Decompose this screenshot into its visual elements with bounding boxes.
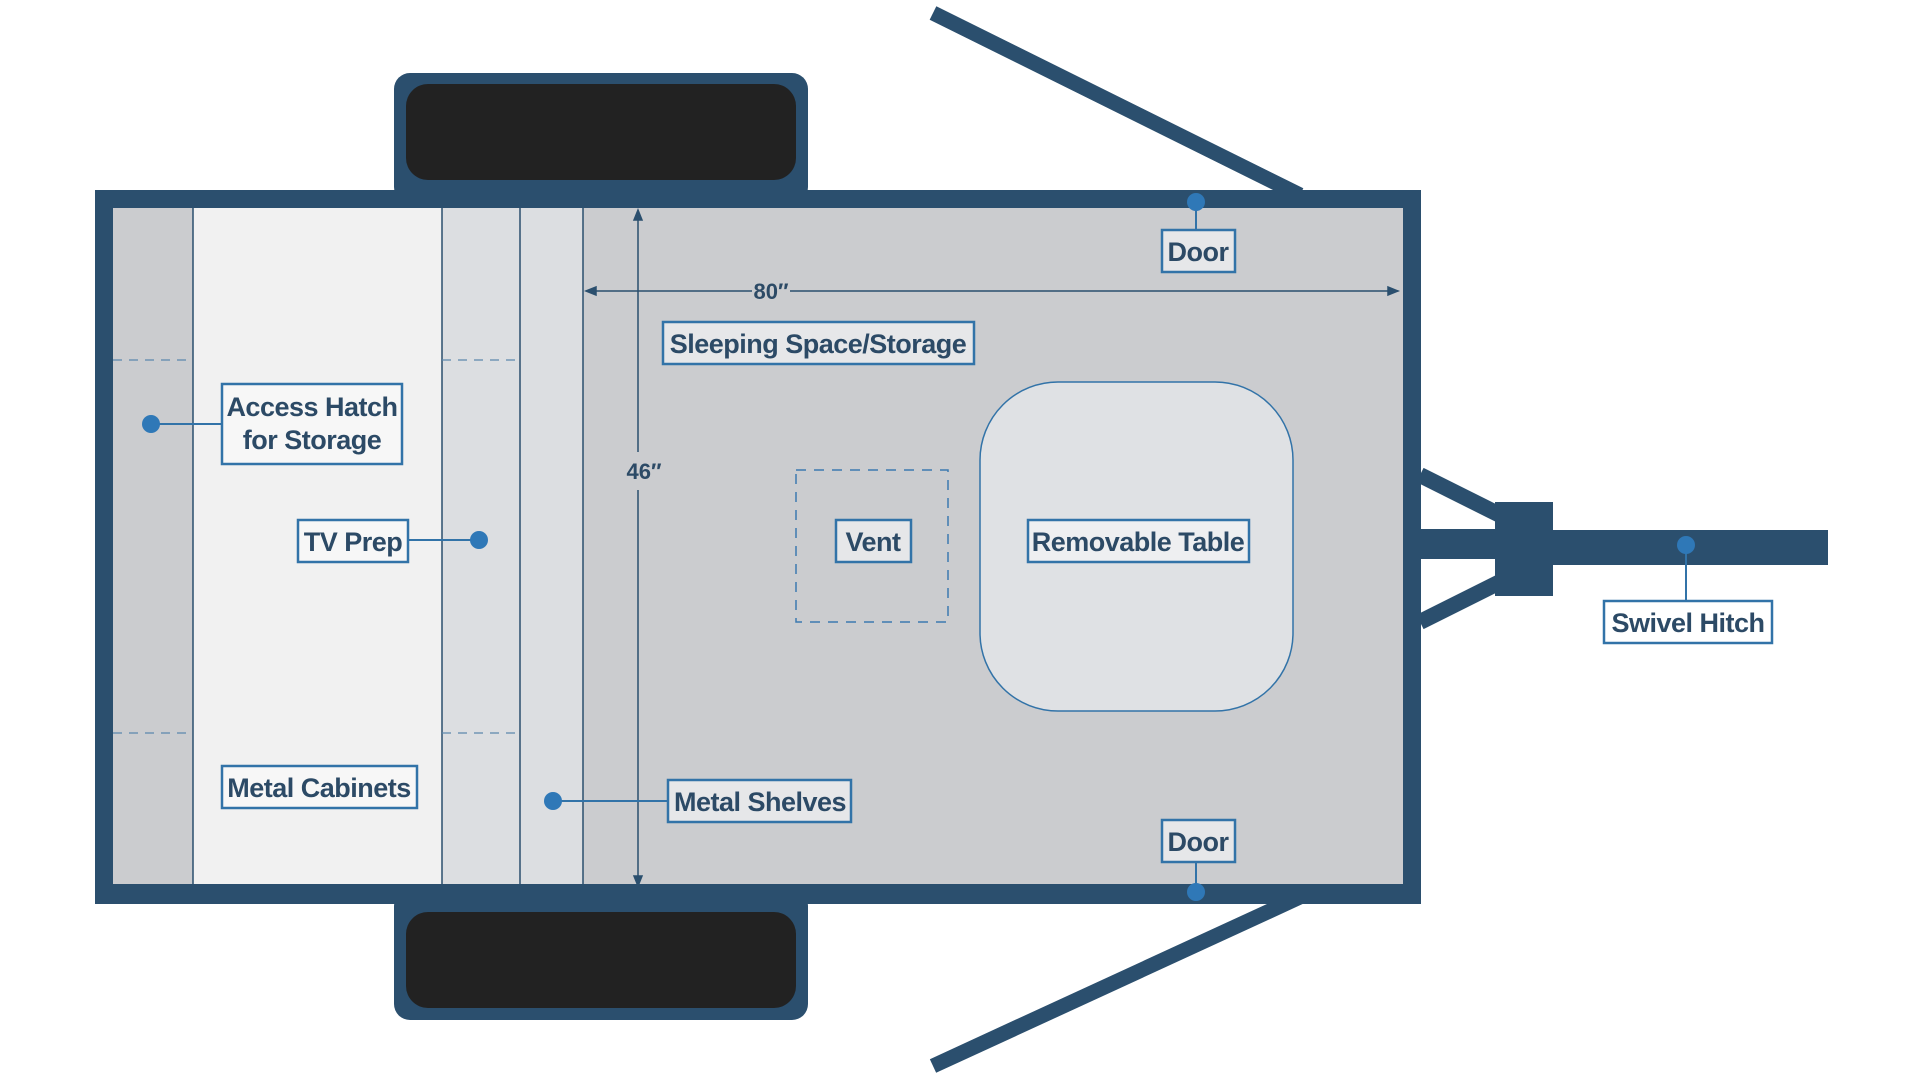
tv-prep-label: TV Prep [296,518,410,564]
vent-outline [795,469,949,623]
length-dimension-label: 80″ [753,279,788,304]
door-top-marker [1187,193,1205,211]
width-dimension-label: 46″ [626,459,661,484]
door-top-label: Door [1160,228,1237,274]
svg-text:Vent: Vent [845,527,901,557]
removable-table-label: Removable Table [1026,518,1251,564]
svg-text:Removable Table: Removable Table [1032,527,1245,557]
svg-text:Door: Door [1168,237,1230,267]
tongue-arms [929,6,1304,1073]
access-hatch-marker [142,415,160,433]
wheel-bottom [394,890,808,1020]
wheel-top [394,73,808,203]
door-bottom-marker [1187,883,1205,901]
metal-cabinets-label: Metal Cabinets [220,764,419,810]
hatch-dashed-lines [113,359,520,734]
metal-shelves-marker [544,792,562,810]
swivel-hitch-marker [1677,536,1695,554]
marker-dots [142,193,1695,901]
width-dimension-line [632,207,644,889]
zone-divider-lines [192,208,584,884]
svg-text:Metal Shelves: Metal Shelves [674,787,846,817]
metal-shelves-strip [520,208,583,884]
svg-text:TV Prep: TV Prep [304,527,403,557]
sleeping-space-label: Sleeping Space/Storage [661,320,976,366]
metal-shelves-label: Metal Shelves [666,778,853,824]
door-bottom-label: Door [1160,818,1237,864]
svg-text:Sleeping Space/Storage: Sleeping Space/Storage [670,329,967,359]
svg-text:Metal Cabinets: Metal Cabinets [227,773,411,803]
svg-text:Access Hatch: Access Hatch [226,392,397,422]
vent-label: Vent [834,518,913,564]
svg-text:Swivel Hitch: Swivel Hitch [1611,608,1764,638]
length-dimension-line [583,285,1401,297]
svg-text:Door: Door [1168,827,1230,857]
svg-text:for Storage: for Storage [243,425,382,455]
tv-prep-marker [470,531,488,549]
access-hatch-label: Access Hatch for Storage [220,382,404,466]
swivel-hitch-label: Swivel Hitch [1602,599,1774,645]
